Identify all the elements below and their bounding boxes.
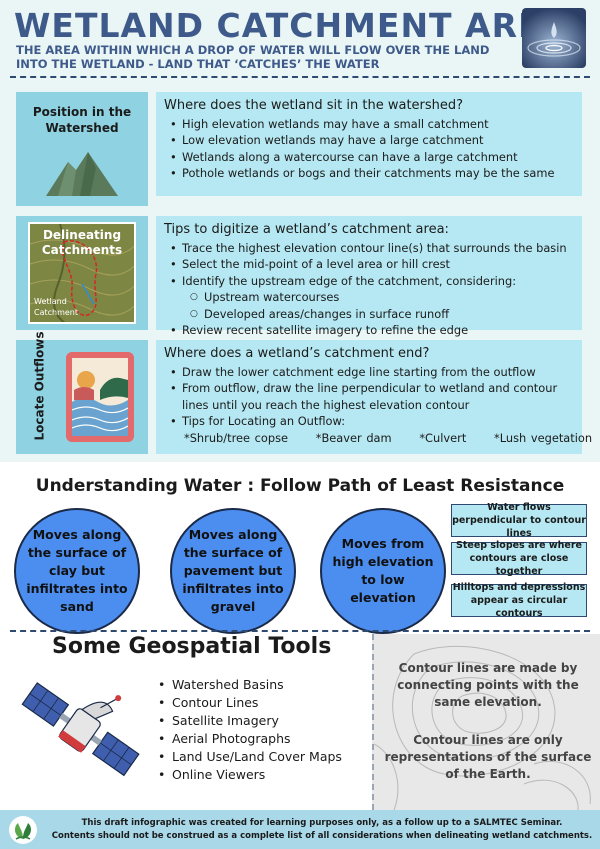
- list-item: Online Viewers: [158, 766, 342, 784]
- page-title: WETLAND CATCHMENT AREA: [14, 6, 569, 45]
- footer: This draft infographic was created for l…: [0, 810, 600, 849]
- outflows-box: Where does a wetland’s catchment end? Dr…: [156, 340, 593, 454]
- header: WETLAND CATCHMENT AREA THE AREA WITHIN W…: [0, 0, 600, 80]
- delineating-box: Tips to digitize a wetland’s catchment a…: [156, 216, 582, 338]
- list-item: Wetlands along a watercourse can have a …: [164, 149, 574, 166]
- water-section-title: Understanding Water : Follow Path of Lea…: [35, 476, 565, 496]
- catchment-panel: Position in the Watershed Where does the…: [0, 80, 600, 462]
- outflow-stamp-image: [66, 352, 134, 442]
- delineating-list: Trace the highest elevation contour line…: [164, 240, 574, 339]
- delineating-label: Delineating Catchments: [41, 228, 123, 257]
- outflows-question: Where does a wetland’s catchment end?: [164, 346, 430, 361]
- footer-line-1: This draft infographic was created for l…: [81, 818, 563, 828]
- position-question: Where does the wetland sit in the waters…: [164, 98, 464, 113]
- fact-box: Steep slopes are where contours are clos…: [451, 540, 587, 577]
- list-item: Land Use/Land Cover Maps: [158, 748, 342, 766]
- position-box: Where does the wetland sit in the waters…: [156, 92, 582, 196]
- water-circle-elevation: Moves from high elevation to low elevati…: [320, 508, 446, 634]
- position-label-box: Position in the Watershed: [16, 92, 148, 206]
- footer-line-2: Contents should not be construed as a co…: [51, 831, 593, 841]
- delineating-label-box: Delineating Catchments Wetland Catchment: [16, 216, 148, 330]
- list-item: Identify the upstream edge of the catchm…: [164, 273, 574, 290]
- list-item: From outflow, draw the line perpendicula…: [164, 380, 574, 413]
- catchment-map-image: Delineating Catchments Wetland Catchment: [28, 222, 136, 324]
- tools-title: Some Geospatial Tools: [52, 634, 332, 659]
- divider: [10, 76, 590, 78]
- leaf-logo-icon: [9, 816, 37, 844]
- list-item: Select the mid-point of a level area or …: [164, 256, 574, 273]
- page-subtitle: THE AREA WITHIN WHICH A DROP OF WATER WI…: [16, 43, 490, 71]
- satellite-icon: [21, 682, 140, 777]
- water-circle-pavement: Moves along the surface of pavement but …: [170, 508, 296, 634]
- understanding-water-section: Understanding Water : Follow Path of Lea…: [0, 462, 600, 634]
- list-item: High elevation wetlands may have a small…: [164, 116, 574, 133]
- outflows-label-box: Locate Outflows: [16, 330, 148, 454]
- list-item: Aerial Photographs: [158, 730, 342, 748]
- list-item: Contour Lines: [158, 694, 342, 712]
- sub-list-item: Developed areas/changes in surface runof…: [164, 306, 574, 323]
- tools-list: Watershed Basins Contour Lines Satellite…: [158, 676, 342, 784]
- map-caption: Wetland Catchment: [34, 297, 79, 317]
- position-label: Position in the Watershed: [32, 105, 132, 135]
- list-item: Watershed Basins: [158, 676, 342, 694]
- contour-text-2: Contour lines are only representations o…: [384, 733, 592, 781]
- mountain-icon: [46, 152, 118, 196]
- position-list: High elevation wetlands may have a small…: [164, 116, 574, 182]
- fact-box: Water flows perpendicular to contour lin…: [451, 502, 587, 539]
- contour-text-1: Contour lines are made by connecting poi…: [397, 661, 579, 709]
- list-item: Tips for Locating an Outflow:: [164, 413, 574, 430]
- list-item: Pothole wetlands or bogs and their catch…: [164, 165, 574, 182]
- outflows-label: Locate Outflows: [32, 330, 47, 440]
- list-item: Low elevation wetlands may have a large …: [164, 132, 574, 149]
- contour-lines-panel: Contour lines are made by connecting poi…: [372, 634, 600, 810]
- divider: [10, 630, 590, 632]
- sub-list-item: Upstream watercourses: [164, 289, 574, 306]
- water-drop-image: [522, 8, 586, 68]
- outflows-list: Draw the lower catchment edge line start…: [164, 364, 574, 430]
- water-circle-clay: Moves along the surface of clay but infi…: [14, 508, 140, 634]
- contour-background: [374, 645, 591, 810]
- list-item: Draw the lower catchment edge line start…: [164, 364, 574, 381]
- list-item: Trace the highest elevation contour line…: [164, 240, 574, 257]
- outflow-tips: *Shrub/tree copse *Beaver dam *Culvert *…: [184, 430, 593, 445]
- list-item: Review recent satellite imagery to refin…: [164, 322, 574, 339]
- geospatial-tools-section: Some Geospatial Tools Watershed Basins C…: [0, 634, 600, 810]
- list-item: Satellite Imagery: [158, 712, 342, 730]
- fact-box: Hilltops and depressions appear as circu…: [451, 582, 587, 619]
- delineating-question: Tips to digitize a wetland’s catchment a…: [164, 222, 449, 237]
